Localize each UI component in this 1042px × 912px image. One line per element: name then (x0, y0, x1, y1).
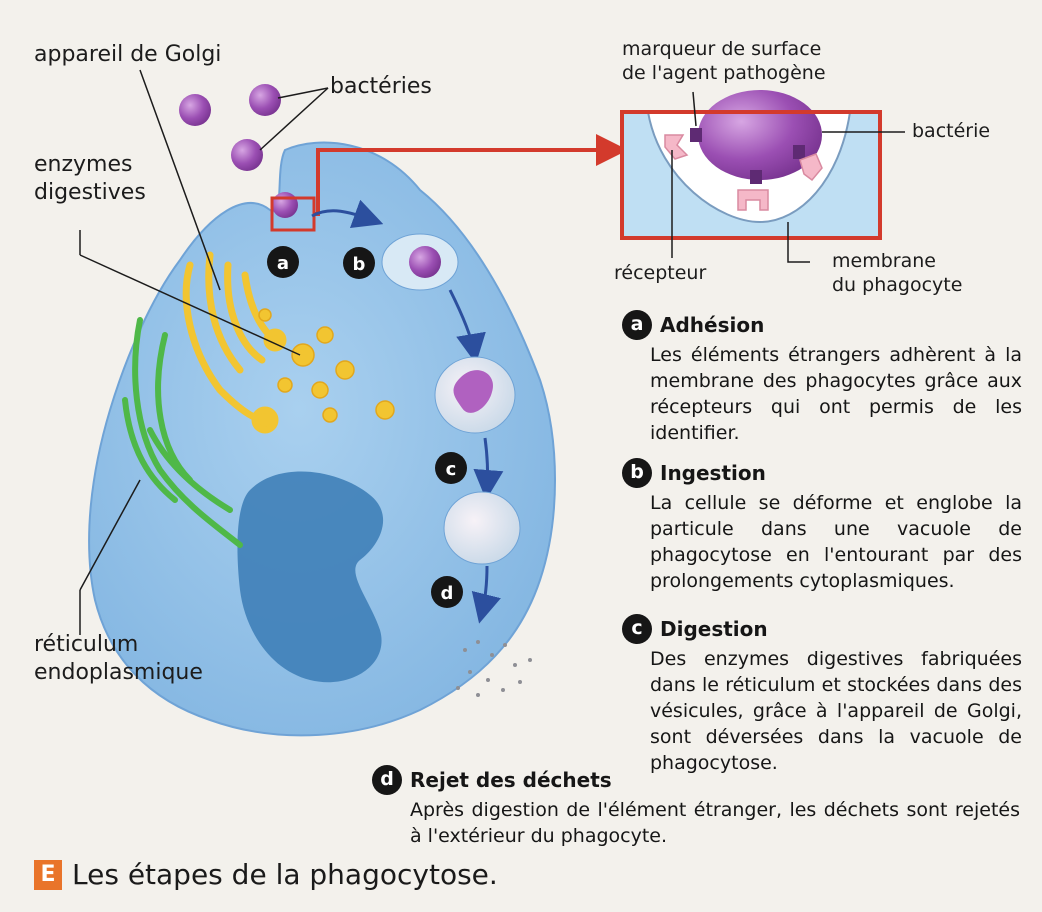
step-a: a Adhésion Les éléments étrangers adhère… (622, 310, 1022, 446)
residual-vacuole (444, 492, 520, 564)
step-b-title: Ingestion (660, 461, 766, 485)
marker-label-line2: de l'agent pathogène (622, 62, 826, 85)
step-b: b Ingestion La cellule se déforme et eng… (622, 458, 1022, 594)
reticulum-label-line1: réticulum (34, 632, 138, 658)
membrane-label-line1: membrane (832, 250, 936, 273)
marker-a: a (277, 253, 289, 274)
marker-label-line1: marqueur de surface (622, 38, 821, 61)
step-b-badge: b (622, 458, 652, 488)
enzymes-label-line2: digestives (34, 180, 146, 206)
bacterium-inset-label: bactérie (912, 120, 990, 143)
step-b-text: La cellule se déforme et englobe la part… (650, 490, 1022, 594)
step-a-title: Adhésion (660, 313, 764, 337)
reticulum-label-line2: endoplasmique (34, 660, 203, 686)
golgi-label: appareil de Golgi (34, 42, 221, 68)
receptor-label: récepteur (614, 262, 706, 285)
step-d-badge: d (372, 765, 402, 795)
step-c: c Digestion Des enzymes digestives fabri… (622, 614, 1022, 776)
step-d-title: Rejet des déchets (410, 768, 612, 792)
step-d-text: Après digestion de l'élément étranger, l… (410, 797, 1020, 849)
step-d: d Rejet des déchets Après digestion de l… (372, 765, 1020, 849)
ingested-bacterium (409, 246, 441, 278)
step-c-badge: c (622, 614, 652, 644)
figure-title: Les étapes de la phagocytose. (72, 858, 498, 891)
zoom-inset (622, 90, 880, 238)
figure-letter: E (34, 860, 62, 890)
marker-c: c (446, 459, 457, 480)
step-c-text: Des enzymes digestives fabriquées dans l… (650, 646, 1022, 776)
bacteria-label: bactéries (330, 74, 432, 100)
step-a-badge: a (622, 310, 652, 340)
enzymes-label-line1: enzymes (34, 152, 132, 178)
marker-b: b (353, 254, 366, 275)
figure-caption: E Les étapes de la phagocytose. (34, 858, 498, 891)
marker-d: d (441, 583, 454, 604)
step-c-title: Digestion (660, 617, 768, 641)
step-a-text: Les éléments étrangers adhèrent à la mem… (650, 342, 1022, 446)
membrane-label-line2: du phagocyte (832, 274, 962, 297)
